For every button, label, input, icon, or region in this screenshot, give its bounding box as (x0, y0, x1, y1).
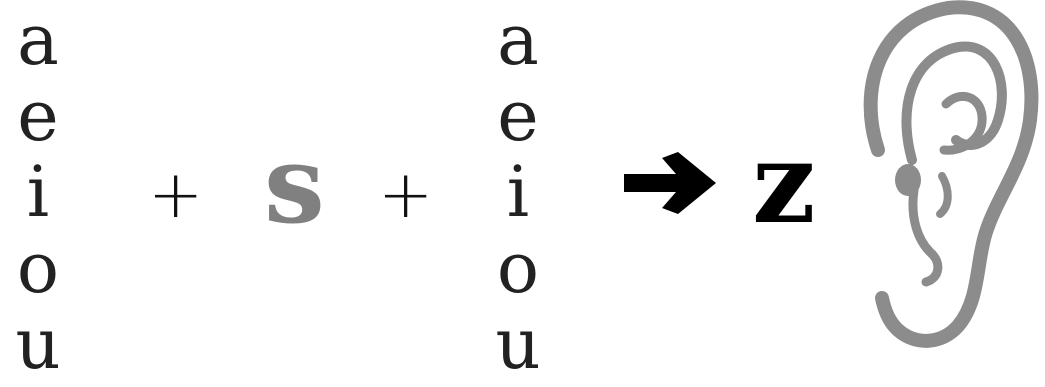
right-arrow-icon (624, 152, 716, 214)
vowel-a-left: a (17, 0, 59, 81)
vowel-u-left: u (15, 303, 61, 385)
vowel-e-right: e (497, 75, 539, 157)
consonant-s: s (264, 122, 325, 248)
vowel-i-right: i (506, 151, 530, 233)
vowel-e-left: e (17, 75, 59, 157)
left-vowel-column: a e i o u (0, 2, 78, 382)
result-z: z (752, 118, 816, 249)
ear-icon (863, 0, 1039, 348)
plus-sign-second: + (378, 156, 434, 233)
right-vowel-column: a e i o u (478, 2, 558, 382)
vowel-i-left: i (26, 151, 50, 233)
vowel-a-right: a (497, 0, 539, 81)
plus-sign-first: + (148, 156, 204, 233)
vowel-u-right: u (495, 303, 541, 385)
vowel-o-left: o (16, 227, 60, 309)
vowel-o-right: o (496, 227, 540, 309)
